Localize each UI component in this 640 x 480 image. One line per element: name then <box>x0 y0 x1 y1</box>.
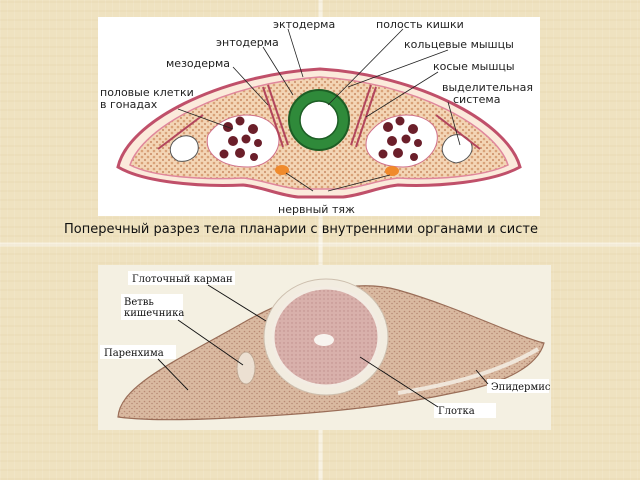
gut-branch <box>236 351 256 385</box>
label-epidermis: Эпидермис <box>491 382 551 393</box>
pharynx-box <box>434 403 496 418</box>
micrograph-canvas: Глоточный карман Ветвь кишечника Паренхи… <box>100 271 551 421</box>
label-ectoderm: эктодерма <box>273 18 335 31</box>
label-gut-branch-line1: Ветвь <box>124 297 154 308</box>
label-mesoderm: мезодерма <box>166 57 230 70</box>
right-germ-cells <box>378 116 422 161</box>
oblique-muscles <box>157 84 481 150</box>
left-germ-cells <box>219 116 262 161</box>
gut-branch-box <box>121 294 183 320</box>
section-epidermis <box>397 347 540 395</box>
label-circular-muscles: кольцевые мышцы <box>404 38 514 51</box>
diagram-leader-lines <box>177 28 461 192</box>
label-excretory-line2: система <box>453 93 500 106</box>
pharyngeal-pocket-box <box>128 271 235 285</box>
left-excretory-system <box>169 135 199 162</box>
figure-caption: Поперечный разрез тела планарии с внутре… <box>64 222 538 237</box>
label-gut-branch-line2: кишечника <box>124 308 184 319</box>
label-excretory-line1: выделительная <box>442 81 533 94</box>
right-nerve-cord <box>385 166 399 176</box>
label-pharynx: Глотка <box>438 406 475 417</box>
planarian-micrograph: Глоточный карман Ветвь кишечника Паренхи… <box>98 265 551 430</box>
label-oblique-muscles: косые мышцы <box>433 60 515 73</box>
left-nerve-cord <box>275 165 289 175</box>
label-germ-cells-line2: в гонадах <box>100 98 158 111</box>
label-gut-cavity: полость кишки <box>376 18 464 31</box>
planarian-cross-section-diagram: эктодерма полость кишки энтодерма кольце… <box>98 17 540 216</box>
label-endoderm: энтодерма <box>216 36 279 49</box>
label-parenchyma: Паренхима <box>104 348 164 359</box>
diagram-canvas: эктодерма полость кишки энтодерма кольце… <box>100 18 533 216</box>
label-nerve-cord: нервный тяж <box>278 203 355 216</box>
label-germ-cells-line1: половые клетки <box>100 86 194 99</box>
parenchyma-box <box>100 345 176 359</box>
pharynx-lumen <box>314 334 334 346</box>
label-pharyngeal-pocket: Глоточный карман <box>132 274 233 285</box>
epidermis-box <box>487 379 549 393</box>
right-excretory-system <box>441 134 473 164</box>
micrograph-leader-lines <box>157 284 489 408</box>
gut-cavity <box>299 100 339 140</box>
